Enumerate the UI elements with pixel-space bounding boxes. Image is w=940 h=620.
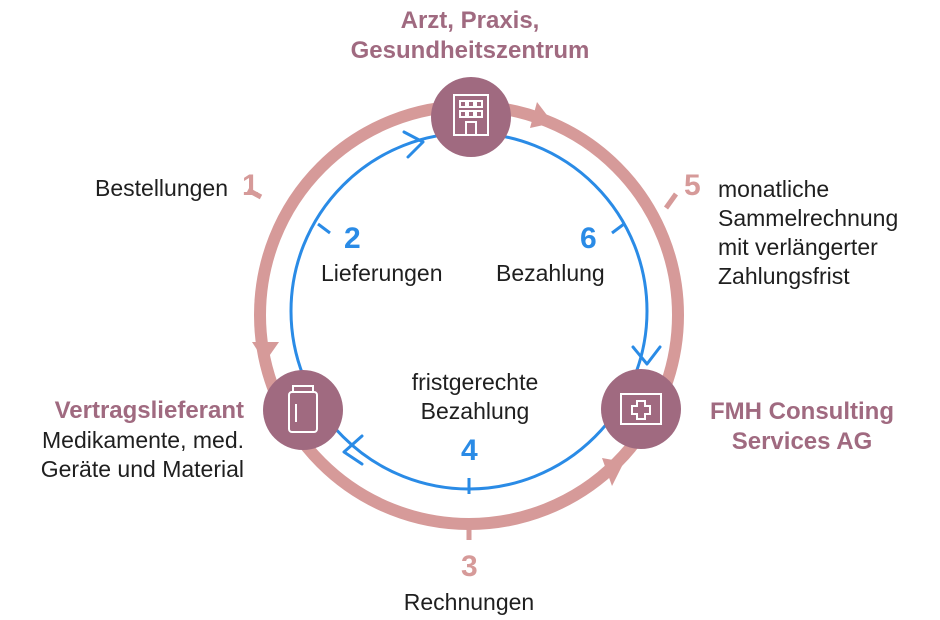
flow-5-label-line4: Zahlungsfrist <box>718 263 850 289</box>
flow-2-number: 2 <box>344 222 361 255</box>
flow-5-tick <box>663 192 679 210</box>
arzt-title-line2: Gesundheitszentrum <box>350 37 590 64</box>
flow-5-label-line1: monatliche <box>718 176 830 202</box>
flow-6-number: 6 <box>580 222 597 255</box>
flow-1-label: Bestellungen <box>95 175 228 201</box>
fmh-title-line2: Services AG <box>731 428 873 455</box>
flow-6-label: Bezahlung <box>496 260 605 286</box>
medical-kit-icon <box>620 393 662 425</box>
flow-4-number: 4 <box>461 434 478 467</box>
lieferant-node <box>263 370 343 450</box>
fmh-title-line1: FMH Consulting <box>710 398 894 425</box>
flow-4-label-line2: Bezahlung <box>420 398 530 424</box>
flow-4-label-line1: fristgerechte <box>411 369 539 395</box>
flow-5-label-line2: Sammelrechnung <box>718 205 899 231</box>
arzt-title: Arzt, Praxis, Gesundheitszentrum <box>300 6 640 66</box>
lieferant-desc-line2: Geräte und Material <box>40 456 244 482</box>
arzt-title-line1: Arzt, Praxis, <box>400 7 540 34</box>
fmh-title: FMH Consulting Services AG <box>697 397 907 457</box>
flow-5-number: 5 <box>684 169 701 202</box>
flow-3-number: 3 <box>461 550 478 583</box>
flow-1-arrowhead <box>252 342 279 362</box>
flow-2-tick <box>317 222 331 235</box>
flow-2-label: Lieferungen <box>321 260 443 286</box>
flow-2-arrowhead <box>402 130 425 159</box>
flow-3-arrowhead <box>602 458 624 486</box>
flow-5-label: monatliche Sammelrechnung mit verlängert… <box>718 175 898 291</box>
lieferant-desc-line1: Medikamente, med. <box>42 427 244 453</box>
flow-5-label-line3: mit verlängerter <box>718 234 878 260</box>
medicine-jar-icon <box>288 385 318 433</box>
hospital-building-icon <box>453 94 489 136</box>
arzt-node <box>431 77 511 157</box>
flow-6-tick <box>611 222 625 235</box>
lieferant-title: Vertragslieferant <box>54 397 244 424</box>
fmh-node <box>601 369 681 449</box>
flow-1-number: 1 <box>242 169 259 202</box>
flow-1-tick <box>246 187 263 200</box>
flow-3-label: Rechnungen <box>403 589 535 615</box>
lieferant-label: Vertragslieferant Medikamente, med. Gerä… <box>0 396 244 484</box>
flow-4-label: fristgerechte Bezahlung <box>360 368 590 426</box>
flow-4-arrowhead <box>342 434 364 466</box>
flow-6-arrowhead <box>631 345 662 366</box>
flow-5-arrowhead <box>530 102 553 128</box>
